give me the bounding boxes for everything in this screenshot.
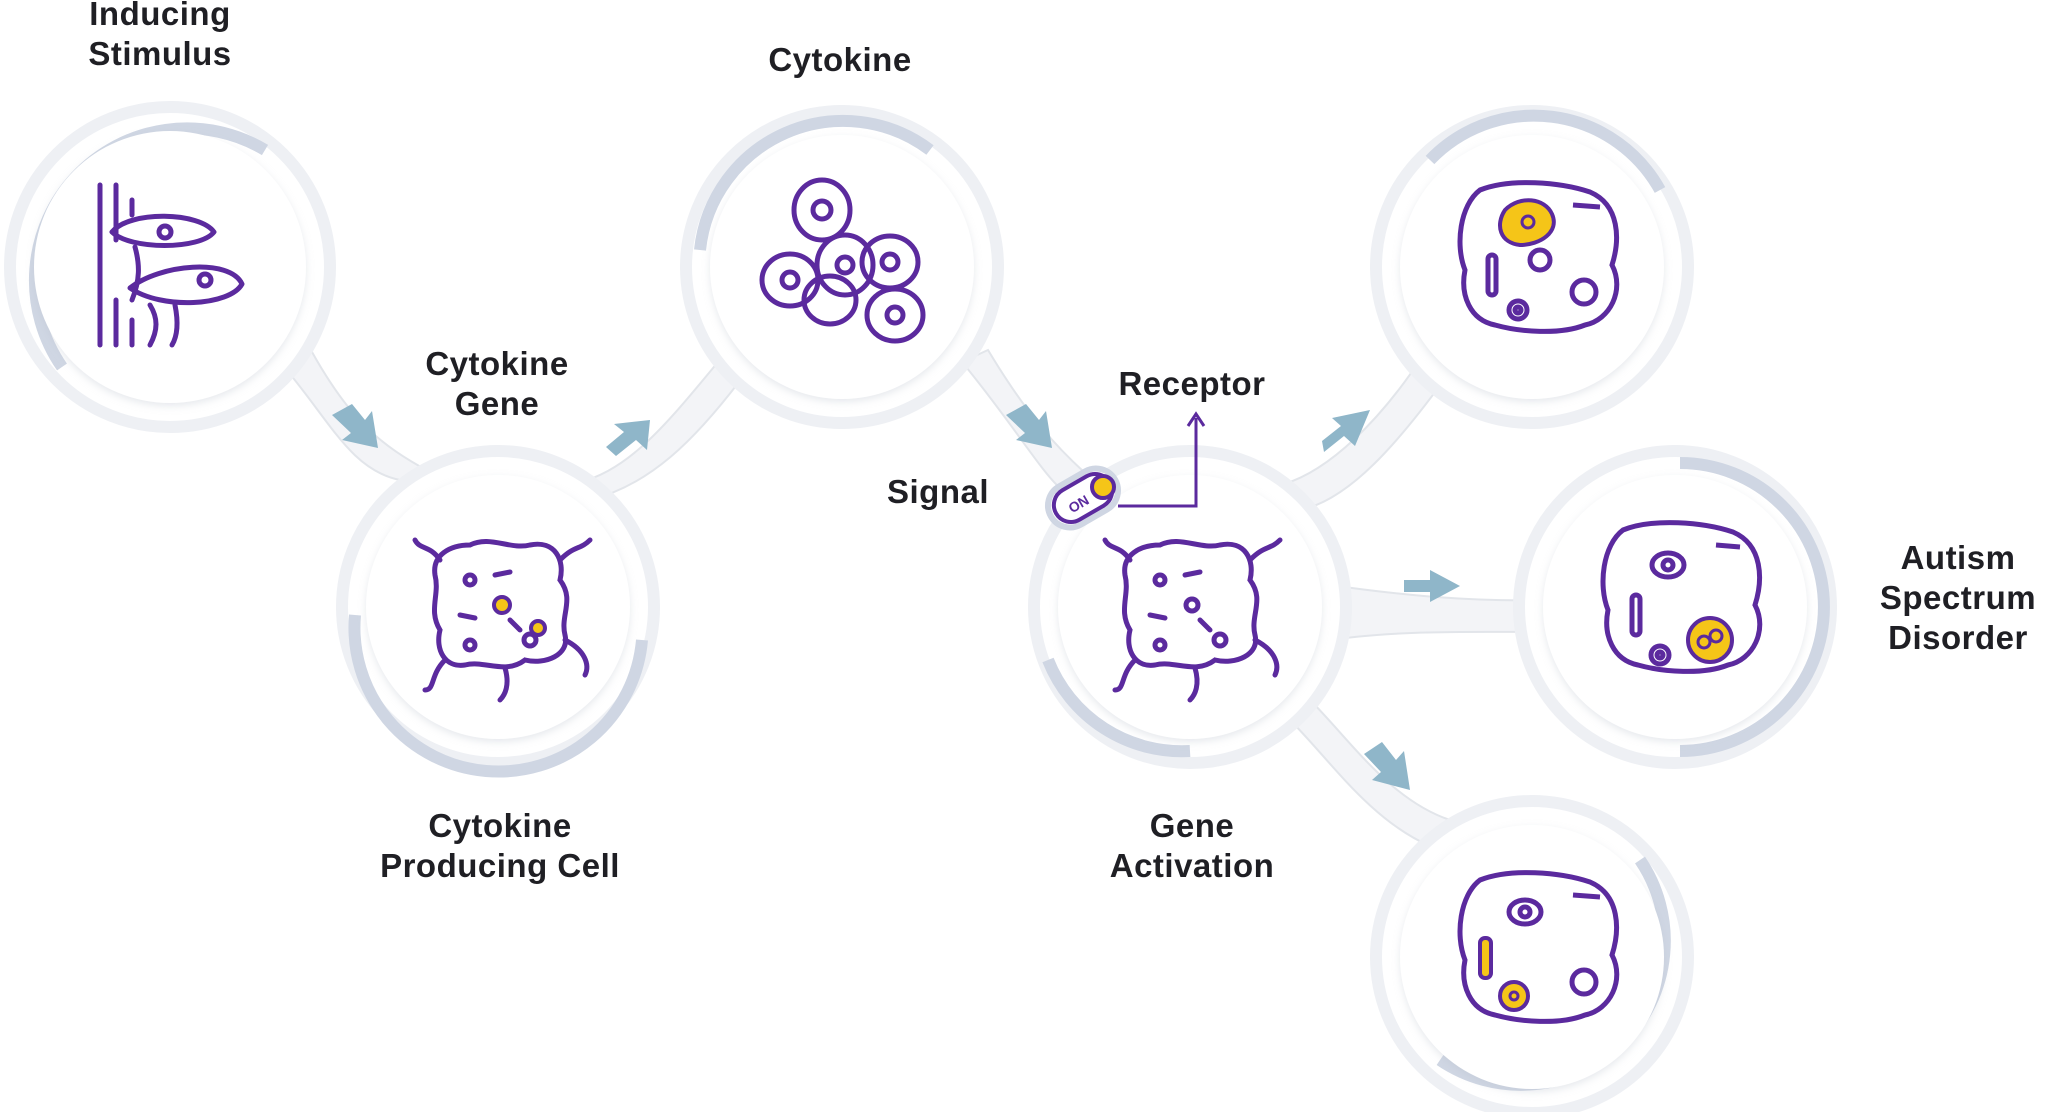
label-line: Signal	[886, 473, 990, 510]
label-line: Producing Cell	[380, 847, 620, 884]
neuron-cell-icon	[1600, 520, 1763, 674]
arrow-right-up-icon	[606, 420, 650, 456]
neuron-cell-icon	[1457, 870, 1620, 1024]
arrow-right-down-icon	[332, 404, 378, 448]
highlight-organelle-icon	[1478, 936, 1493, 980]
nucleus-icon	[1520, 214, 1536, 230]
highlight-organelle-icon	[1498, 198, 1556, 248]
gene-marker-icon	[492, 595, 512, 615]
neuron-cell-icon	[1457, 180, 1620, 334]
node-neuron-middle	[1513, 445, 1837, 769]
gene-marker-icon	[529, 619, 547, 637]
cytokine-cluster-icon	[759, 177, 926, 344]
cell-icon	[412, 537, 593, 703]
receptor-pointer	[1118, 418, 1198, 508]
node-neuron-top	[1370, 105, 1694, 429]
arrow-up-icon	[1186, 411, 1206, 427]
label-line: Inducing	[89, 0, 231, 32]
mushroom-on-tree-icon	[97, 182, 245, 348]
label-line: Disorder	[1888, 619, 2028, 656]
label-line: Activation	[1109, 847, 1275, 884]
arrow-right-down-icon	[1364, 742, 1410, 790]
label-receptor: Receptor	[1100, 364, 1284, 404]
label-gene-activation: Gene Activation	[1082, 806, 1302, 886]
label-autism-spectrum-disorder: Autism Spectrum Disorder	[1870, 538, 2046, 658]
label-line: Cytokine	[768, 41, 912, 78]
label-line: Stimulus	[88, 35, 232, 72]
label-signal: Signal	[868, 472, 1008, 512]
label-line: Gene	[1149, 807, 1235, 844]
arrow-right-up-icon	[1322, 410, 1370, 452]
node-inducing-stimulus	[4, 101, 336, 433]
receptor-switch: ON	[1045, 411, 1206, 531]
label-cytokine-gene: Cytokine Gene	[397, 344, 597, 424]
cell-icon	[1102, 537, 1283, 703]
label-line: Gene	[454, 385, 540, 422]
node-cytokine-producing-cell	[336, 445, 660, 778]
nucleus-icon	[1696, 634, 1712, 650]
label-line: Autism	[1900, 539, 2016, 576]
label-inducing-stimulus: Inducing Stimulus	[70, 0, 250, 74]
label-line: Spectrum	[1879, 579, 2037, 616]
node-neuron-bottom	[1370, 795, 1694, 1117]
nucleus-icon	[1508, 990, 1520, 1002]
node-cytokine	[680, 105, 1004, 429]
connector-activation-bottom	[1288, 698, 1452, 848]
nucleus-icon	[1708, 628, 1724, 644]
node-gene-activation	[1028, 445, 1352, 769]
label-line: Cytokine	[425, 345, 569, 382]
label-cytokine-producing-cell: Cytokine Producing Cell	[360, 806, 640, 886]
label-cytokine: Cytokine	[740, 40, 940, 80]
flow-arrows	[332, 404, 1460, 790]
highlight-organelle-icon	[1498, 980, 1530, 1012]
arrow-right-icon	[1404, 570, 1460, 602]
label-line: Cytokine	[428, 807, 572, 844]
label-line: Receptor	[1118, 365, 1266, 402]
arrow-right-down-icon	[1006, 404, 1052, 448]
connector-producing-cytokine	[578, 360, 744, 502]
switch-knob-icon	[1090, 474, 1116, 500]
